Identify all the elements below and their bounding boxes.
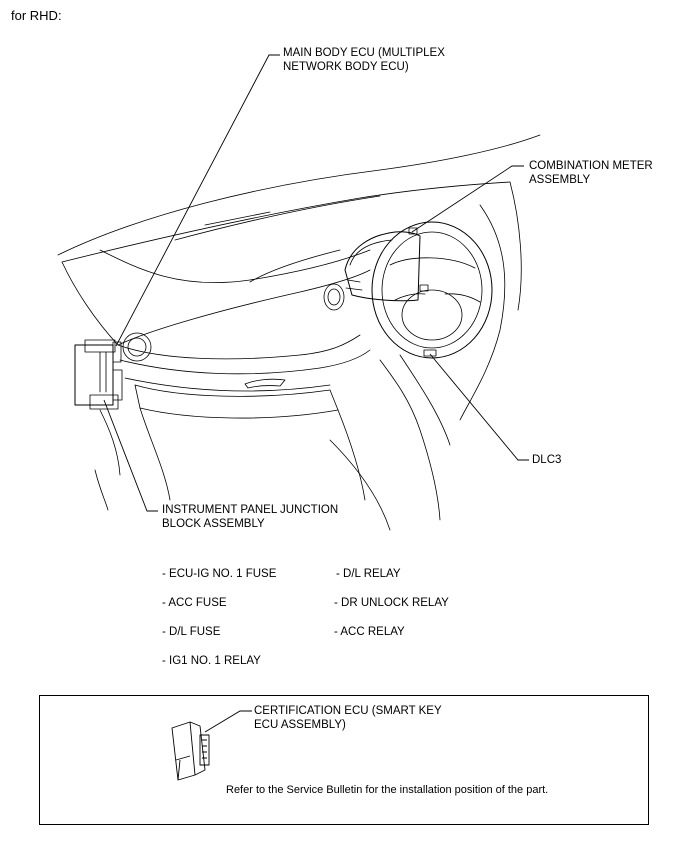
jb-component-item: - IG1 NO. 1 RELAY [162, 655, 261, 667]
combination-meter [344, 231, 421, 302]
leader-dlc3 [429, 353, 529, 461]
callout-certification-ecu: CERTIFICATION ECU (SMART KEY ECU ASSEMBL… [254, 705, 442, 731]
jb-component-item: - ACC FUSE [162, 597, 227, 609]
leader-certification-ecu [204, 710, 252, 733]
jb-component-item: - DR UNLOCK RELAY [334, 597, 449, 609]
note-box [39, 695, 649, 825]
leader-main-body-ecu [115, 54, 280, 347]
leader-combination-meter [411, 165, 524, 233]
dlc3-connector [423, 349, 437, 357]
callout-dlc3: DLC3 [532, 454, 562, 466]
jb-component-item: - ACC RELAY [334, 626, 405, 638]
windshield-edge [57, 134, 541, 256]
leader-instrument-panel-jb [103, 399, 158, 512]
air-vent-center [323, 283, 345, 311]
callout-combination-meter: COMBINATION METER ASSEMBLY [529, 160, 653, 186]
callout-instrument-panel-jb: INSTRUMENT PANEL JUNCTION BLOCK ASSEMBLY [162, 504, 339, 530]
jb-component-item: - D/L FUSE [162, 626, 221, 638]
steering-wheel [371, 221, 493, 359]
junction-block [74, 344, 114, 406]
note-text: Refer to the Service Bulletin for the in… [226, 784, 549, 796]
dashboard-front [117, 334, 361, 360]
air-vent-left [122, 332, 152, 362]
main-body-ecu [112, 341, 122, 363]
jb-component-item: - D/L RELAY [336, 568, 401, 580]
dash-top-edge [61, 181, 511, 263]
callout-main-body-ecu: MAIN BODY ECU (MULTIPLEX NETWORK BODY EC… [283, 47, 445, 73]
jb-component-item: - ECU-IG NO. 1 FUSE [162, 568, 277, 580]
page-title: for RHD: [11, 8, 62, 23]
